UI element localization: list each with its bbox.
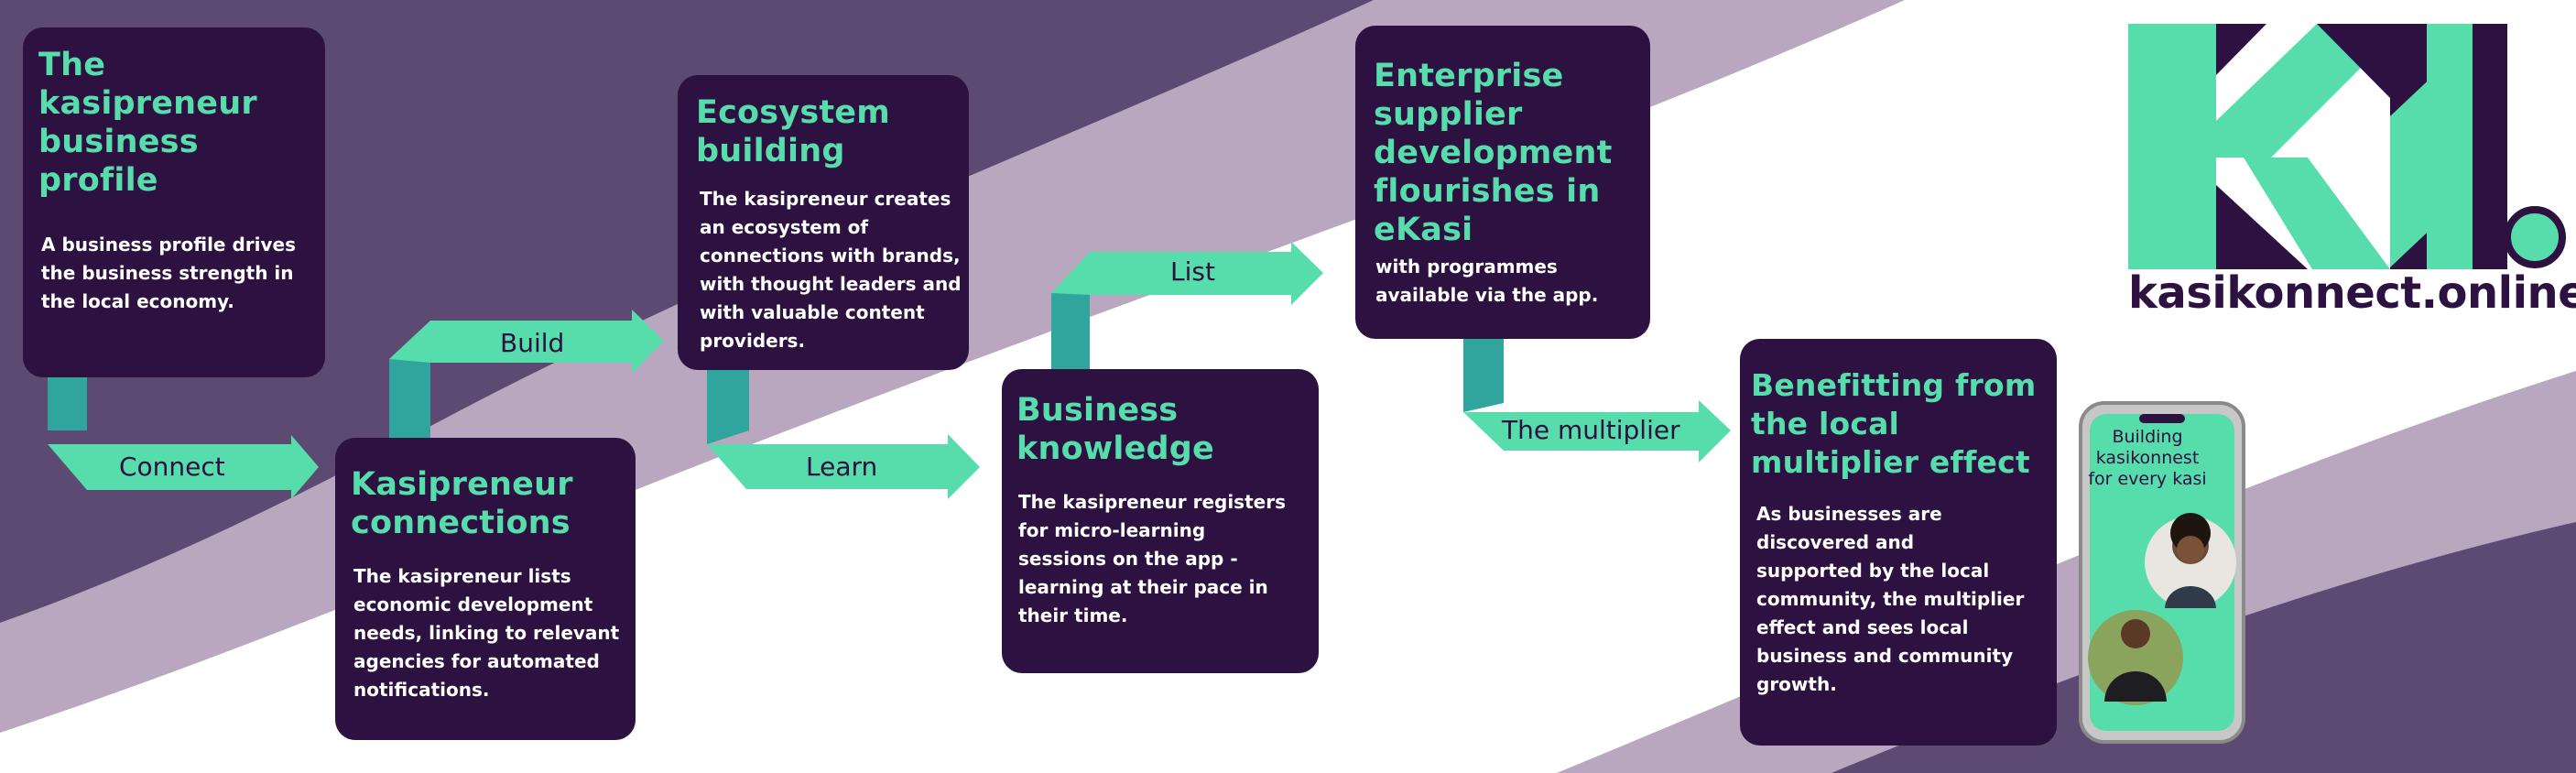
card-body: with programmes available via the app. xyxy=(1375,256,1599,306)
arrow-label-list: List xyxy=(1170,256,1215,287)
card-enterprise-supplier-development: Enterprise supplier development flourish… xyxy=(1355,26,1650,339)
phone-notch xyxy=(2139,414,2185,423)
logo-k-lower-arm xyxy=(2244,158,2390,269)
logo-dark-accent-bottom xyxy=(2216,185,2308,269)
arrow-multiplier-head xyxy=(1463,400,1731,463)
card-ecosystem-building: Ecosystem building The kasipreneur creat… xyxy=(678,75,969,370)
logo-k-bar xyxy=(2128,24,2216,269)
card-business-profile: The kasipreneur business profile A busin… xyxy=(23,27,325,377)
arrow-label-multiplier: The multiplier xyxy=(1502,415,1680,445)
logo-k-upper-arm xyxy=(2216,24,2381,158)
card-local-multiplier-effect: Benefitting from the local multiplier ef… xyxy=(1740,339,2057,746)
card-body: The kasipreneur lists economic developme… xyxy=(353,565,620,701)
arrow-label-learn: Learn xyxy=(806,452,878,482)
arrow-build-head xyxy=(389,310,664,374)
person-woman-body xyxy=(2165,586,2216,608)
person-woman-face xyxy=(2177,536,2204,563)
person-man-body xyxy=(2104,671,2167,702)
arrow-build xyxy=(389,310,664,449)
kasikonnect-logo-mark xyxy=(2128,24,2566,269)
card-title: Business knowledge xyxy=(1016,392,1214,467)
arrow-learn xyxy=(707,348,980,499)
arrow-multiplier xyxy=(1463,319,1731,463)
arrow-multiplier-stem xyxy=(1463,319,1504,412)
arrow-list xyxy=(1051,242,1323,394)
arrow-learn-head xyxy=(707,434,980,499)
logo-dark-accent-top xyxy=(2216,24,2266,75)
phone-screen-text: Building kasikonnest for every kasi xyxy=(2088,427,2207,489)
arrow-connect-head xyxy=(48,435,319,499)
card-business-knowledge: Business knowledge The kasipreneur regis… xyxy=(1002,369,1319,673)
logo-dot xyxy=(2504,206,2566,268)
arrow-label-build: Build xyxy=(500,328,565,358)
phone-mockup xyxy=(2079,401,2245,744)
card-body: As businesses are discovered and support… xyxy=(1756,503,2025,695)
card-title: Ecosystem building xyxy=(696,94,890,169)
card-title: The kasipreneur business profile xyxy=(38,47,257,199)
card-title: Benefitting from the local multiplier ef… xyxy=(1751,367,2037,480)
arrow-label-connect: Connect xyxy=(119,452,225,482)
logo-h-diagonal xyxy=(2390,38,2473,267)
card-body: A business profile drives the business s… xyxy=(41,234,296,312)
arrow-list-stem xyxy=(1051,293,1090,394)
logo-domain-text: kasikonnect.online xyxy=(2128,267,2576,319)
arrow-list-head xyxy=(1051,242,1323,305)
card-body: The kasipreneur creates an ecosystem of … xyxy=(700,188,962,352)
arrow-learn-stem xyxy=(707,348,749,444)
card-title: Enterprise supplier development flourish… xyxy=(1374,58,1613,248)
card-kasipreneur-connections: Kasipreneur connections The kasipreneur … xyxy=(335,438,636,740)
logo-h-right-bar xyxy=(2473,24,2507,269)
photo-man-bg xyxy=(2088,610,2183,705)
card-title: Kasipreneur connections xyxy=(351,466,573,541)
card-body: The kasipreneur registers for micro-lear… xyxy=(1018,491,1286,626)
logo-dark-accent-mid xyxy=(2317,24,2390,98)
arrow-build-stem xyxy=(389,359,430,449)
person-man-head xyxy=(2121,619,2150,648)
